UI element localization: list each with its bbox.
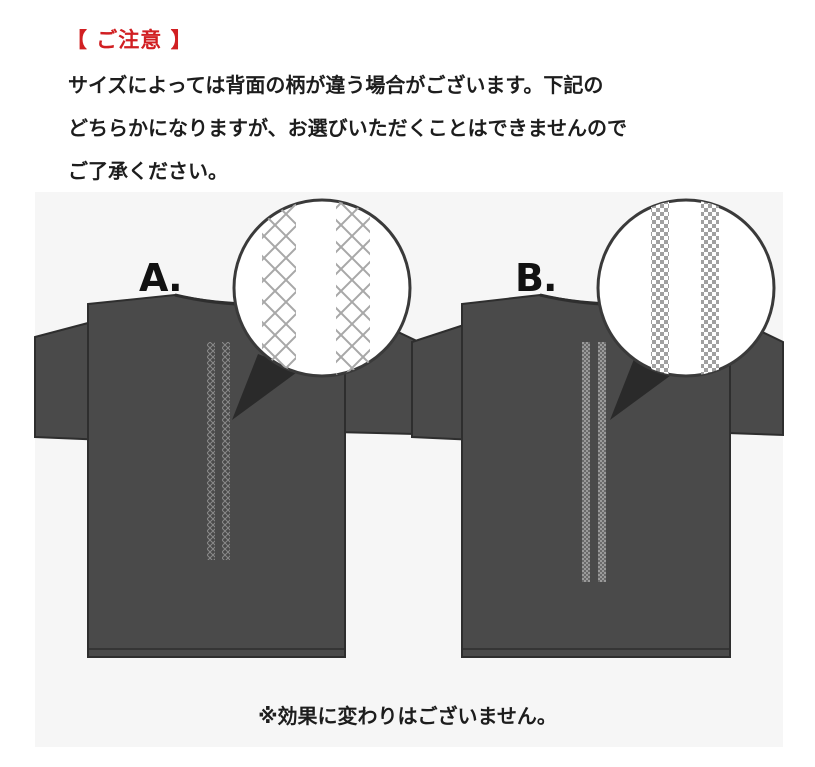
shirt-a xyxy=(34,198,442,658)
footnote: ※効果に変わりはございません。 xyxy=(258,704,557,728)
shirt-b xyxy=(411,198,784,658)
notice-body: サイズによっては背面の柄が違う場合がございます。下記の どちらかになりますが、お… xyxy=(68,64,798,193)
notice-heading: 【 ご注意 】 xyxy=(66,28,193,52)
variant-a-label: A. xyxy=(139,256,183,300)
notice-line-3: ご了承ください。 xyxy=(68,159,228,183)
shirt-illustrations xyxy=(34,198,784,658)
notice-line-2: どちらかになりますが、お選びいただくことはできませんので xyxy=(68,116,627,140)
notice-line-1: サイズによっては背面の柄が違う場合がございます。下記の xyxy=(68,73,604,97)
variant-b-label: B. xyxy=(515,256,557,300)
